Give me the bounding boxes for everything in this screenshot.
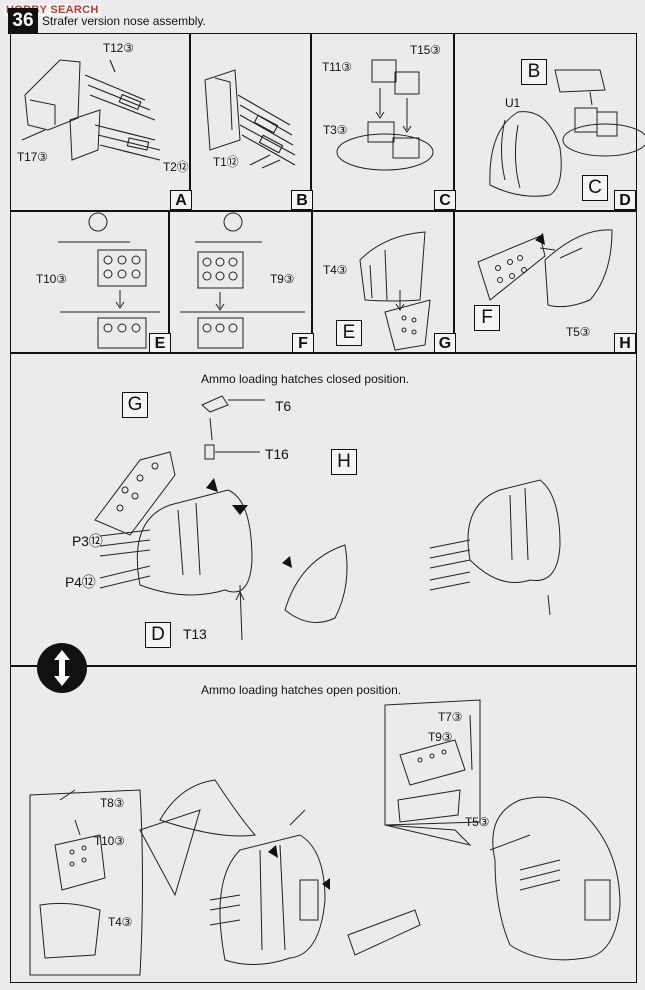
panel-c	[310, 33, 455, 211]
panel-h	[453, 211, 637, 354]
part-label: T8③	[100, 796, 125, 810]
panel-letter-b: B	[291, 190, 313, 210]
part-label: T15③	[410, 43, 441, 57]
part-label: T10③	[94, 834, 125, 848]
part-label: T4③	[108, 915, 133, 929]
part-label: T12③	[103, 41, 134, 55]
part-ref-b: B	[521, 59, 547, 85]
panel-letter-e: E	[149, 333, 171, 353]
panel-f	[168, 211, 313, 354]
panel-g	[311, 211, 455, 354]
panel-a	[10, 33, 191, 211]
part-ref-f: F	[474, 305, 500, 331]
part-label: T16	[265, 446, 289, 462]
part-label: T3③	[323, 123, 348, 137]
part-label: T7③	[438, 710, 463, 724]
part-ref-e: E	[336, 320, 362, 346]
panel-letter-g: G	[434, 333, 456, 353]
section-closed	[10, 352, 637, 667]
open-caption: Ammo loading hatches open position.	[201, 683, 402, 697]
step-title: Strafer version nose assembly.	[42, 14, 206, 28]
part-label: T5③	[465, 815, 490, 829]
part-label: T1⑫	[213, 155, 239, 169]
part-label: P3⑫	[72, 533, 103, 549]
part-label: T5③	[566, 325, 591, 339]
part-label: T10③	[36, 272, 67, 286]
part-ref-g: G	[122, 392, 148, 418]
step-number: 36	[8, 8, 38, 34]
panel-b	[189, 33, 312, 211]
part-label: T11③	[322, 60, 352, 74]
part-label: T2⑫	[163, 160, 189, 174]
part-label: P4⑫	[65, 574, 96, 590]
panel-letter-a: A	[170, 190, 192, 210]
rotate-view-icon	[37, 643, 87, 693]
panel-letter-h: H	[614, 333, 636, 353]
closed-caption: Ammo loading hatches closed position.	[201, 372, 410, 386]
part-label: T9③	[428, 730, 453, 744]
section-open	[10, 665, 637, 983]
part-label: T4③	[323, 263, 348, 277]
part-label: T13	[183, 626, 207, 642]
part-ref-c: C	[582, 175, 608, 201]
part-ref-h: H	[331, 449, 357, 475]
panel-e	[10, 211, 170, 354]
panel-d	[453, 33, 637, 211]
part-ref-d: D	[145, 622, 171, 648]
panel-letter-f: F	[292, 333, 314, 353]
part-label: T6	[275, 398, 291, 414]
part-label: U1	[505, 96, 520, 110]
part-label: T17③	[17, 150, 48, 164]
part-label: T9③	[270, 272, 295, 286]
panel-letter-c: C	[434, 190, 456, 210]
panel-letter-d: D	[614, 190, 636, 210]
